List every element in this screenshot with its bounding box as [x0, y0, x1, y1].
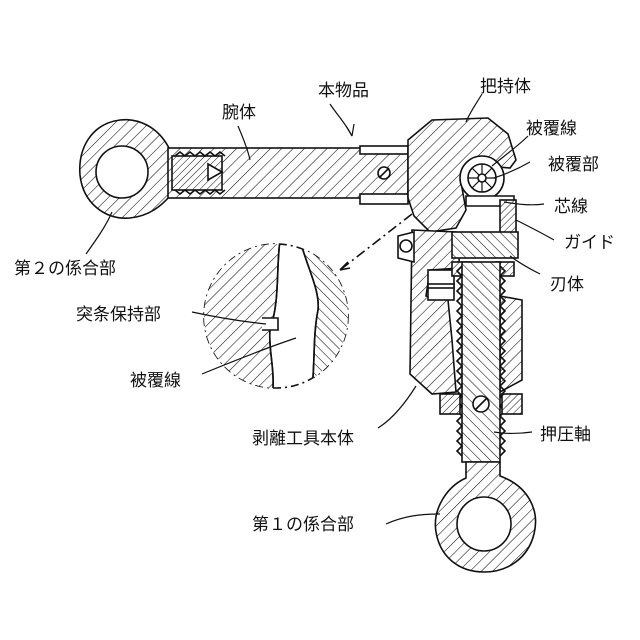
leader-guide: [516, 220, 554, 240]
leader-stripping-tool-body: [378, 386, 416, 428]
arm-body: [168, 146, 408, 204]
label-arm-body: 腕体: [222, 103, 256, 123]
label-press-shaft: 押圧軸: [540, 425, 591, 445]
label-gripper-body: 把持体: [480, 77, 531, 97]
label-core-wire: 芯線: [554, 197, 588, 217]
second-engagement-ring: [80, 120, 170, 218]
label-blade-body: 刃体: [550, 275, 584, 295]
label-first-engagement: 第１の係合部: [252, 515, 354, 535]
leader-first-engagement: [386, 514, 440, 524]
label-coated-wire-detail: 被覆線: [130, 371, 181, 391]
label-main-article: 本物品: [318, 81, 369, 101]
label-coated-wire-top: 被覆線: [526, 119, 577, 139]
leader-second-engagement: [86, 212, 112, 254]
label-guide: ガイド: [564, 233, 615, 253]
label-stripping-tool-body: 剥離工具本体: [252, 429, 354, 449]
first-engagement-ring: [435, 462, 535, 572]
main-article-arrow-icon: [346, 124, 354, 136]
label-protrusion-holder: 突条保持部: [76, 305, 161, 325]
label-second-engagement: 第２の係合部: [14, 259, 116, 279]
leader-press-shaft: [494, 432, 532, 434]
label-coating-part: 被覆部: [548, 155, 599, 175]
detail-view: [200, 240, 360, 400]
